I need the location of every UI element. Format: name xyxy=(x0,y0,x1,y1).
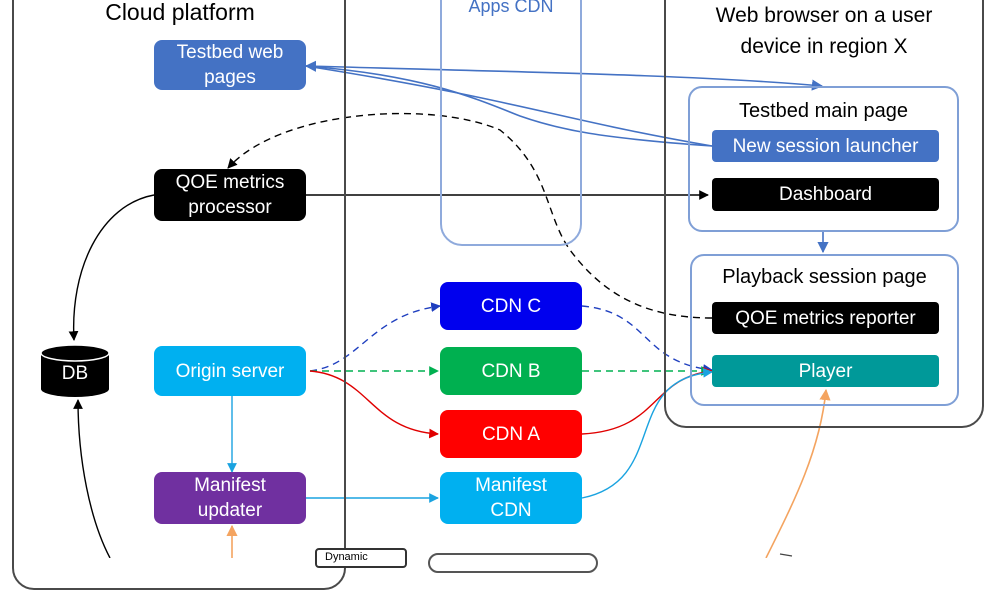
qoe-metrics-reporter-node[interactable]: QOE metrics reporter xyxy=(712,302,939,334)
edge-web-pages-to-main-page xyxy=(304,60,824,91)
bottom-partial-box-1: Dynamic xyxy=(315,548,407,568)
diagram-canvas xyxy=(68,60,831,558)
edge-processor-to-db xyxy=(68,194,155,341)
qoe-metrics-processor-node[interactable]: QOE metrics processor xyxy=(154,169,306,221)
testbed-main-page-panel xyxy=(688,86,959,232)
edge-cdn-c-to-player xyxy=(581,305,713,374)
edge-manifest-cdn-to-player xyxy=(581,367,713,499)
bottom-partial-box-1-label: Dynamic xyxy=(325,551,368,563)
apps-cdn-title: Apps CDN xyxy=(468,0,554,16)
edge-bottom-to-db xyxy=(73,399,111,558)
edge-origin-to-cdn-a xyxy=(309,370,439,439)
db-node[interactable]: DB xyxy=(40,344,110,398)
cdn-c-node[interactable]: CDN C xyxy=(440,282,582,330)
cdn-b-node[interactable]: CDN B xyxy=(440,347,582,395)
testbed-main-page-title: Testbed main page xyxy=(738,100,908,122)
manifest-updater-node[interactable]: Manifest updater xyxy=(154,472,306,524)
edge-bottom-to-player xyxy=(765,388,831,558)
cdn-a-node[interactable]: CDN A xyxy=(440,410,582,458)
dashboard-node[interactable]: Dashboard xyxy=(712,178,939,211)
edge-launcher-to-web-pages-2 xyxy=(305,65,713,147)
db-label: DB xyxy=(61,363,89,384)
db-cylinder-icon xyxy=(40,344,110,397)
edge-origin-to-cdn-c xyxy=(309,302,441,372)
playback-session-page-title: Playback session page xyxy=(722,266,927,288)
edge-launcher-to-web-pages xyxy=(305,65,713,147)
origin-server-node[interactable]: Origin server xyxy=(154,346,306,396)
testbed-web-pages-node[interactable]: Testbed web pages xyxy=(154,40,306,90)
apps-cdn-region xyxy=(440,0,582,246)
bottom-partial-box-2 xyxy=(428,553,598,573)
playback-session-page-panel xyxy=(690,254,959,406)
new-session-launcher-node[interactable]: New session launcher xyxy=(712,130,939,162)
manifest-cdn-node[interactable]: Manifest CDN xyxy=(440,472,582,524)
web-browser-title: Web browser on a user device in region X xyxy=(715,4,933,58)
web-browser-region xyxy=(664,0,984,428)
cloud-platform-title: Cloud platform xyxy=(105,0,255,25)
player-node[interactable]: Player xyxy=(712,355,939,387)
edge-bottom-partial xyxy=(779,553,793,557)
